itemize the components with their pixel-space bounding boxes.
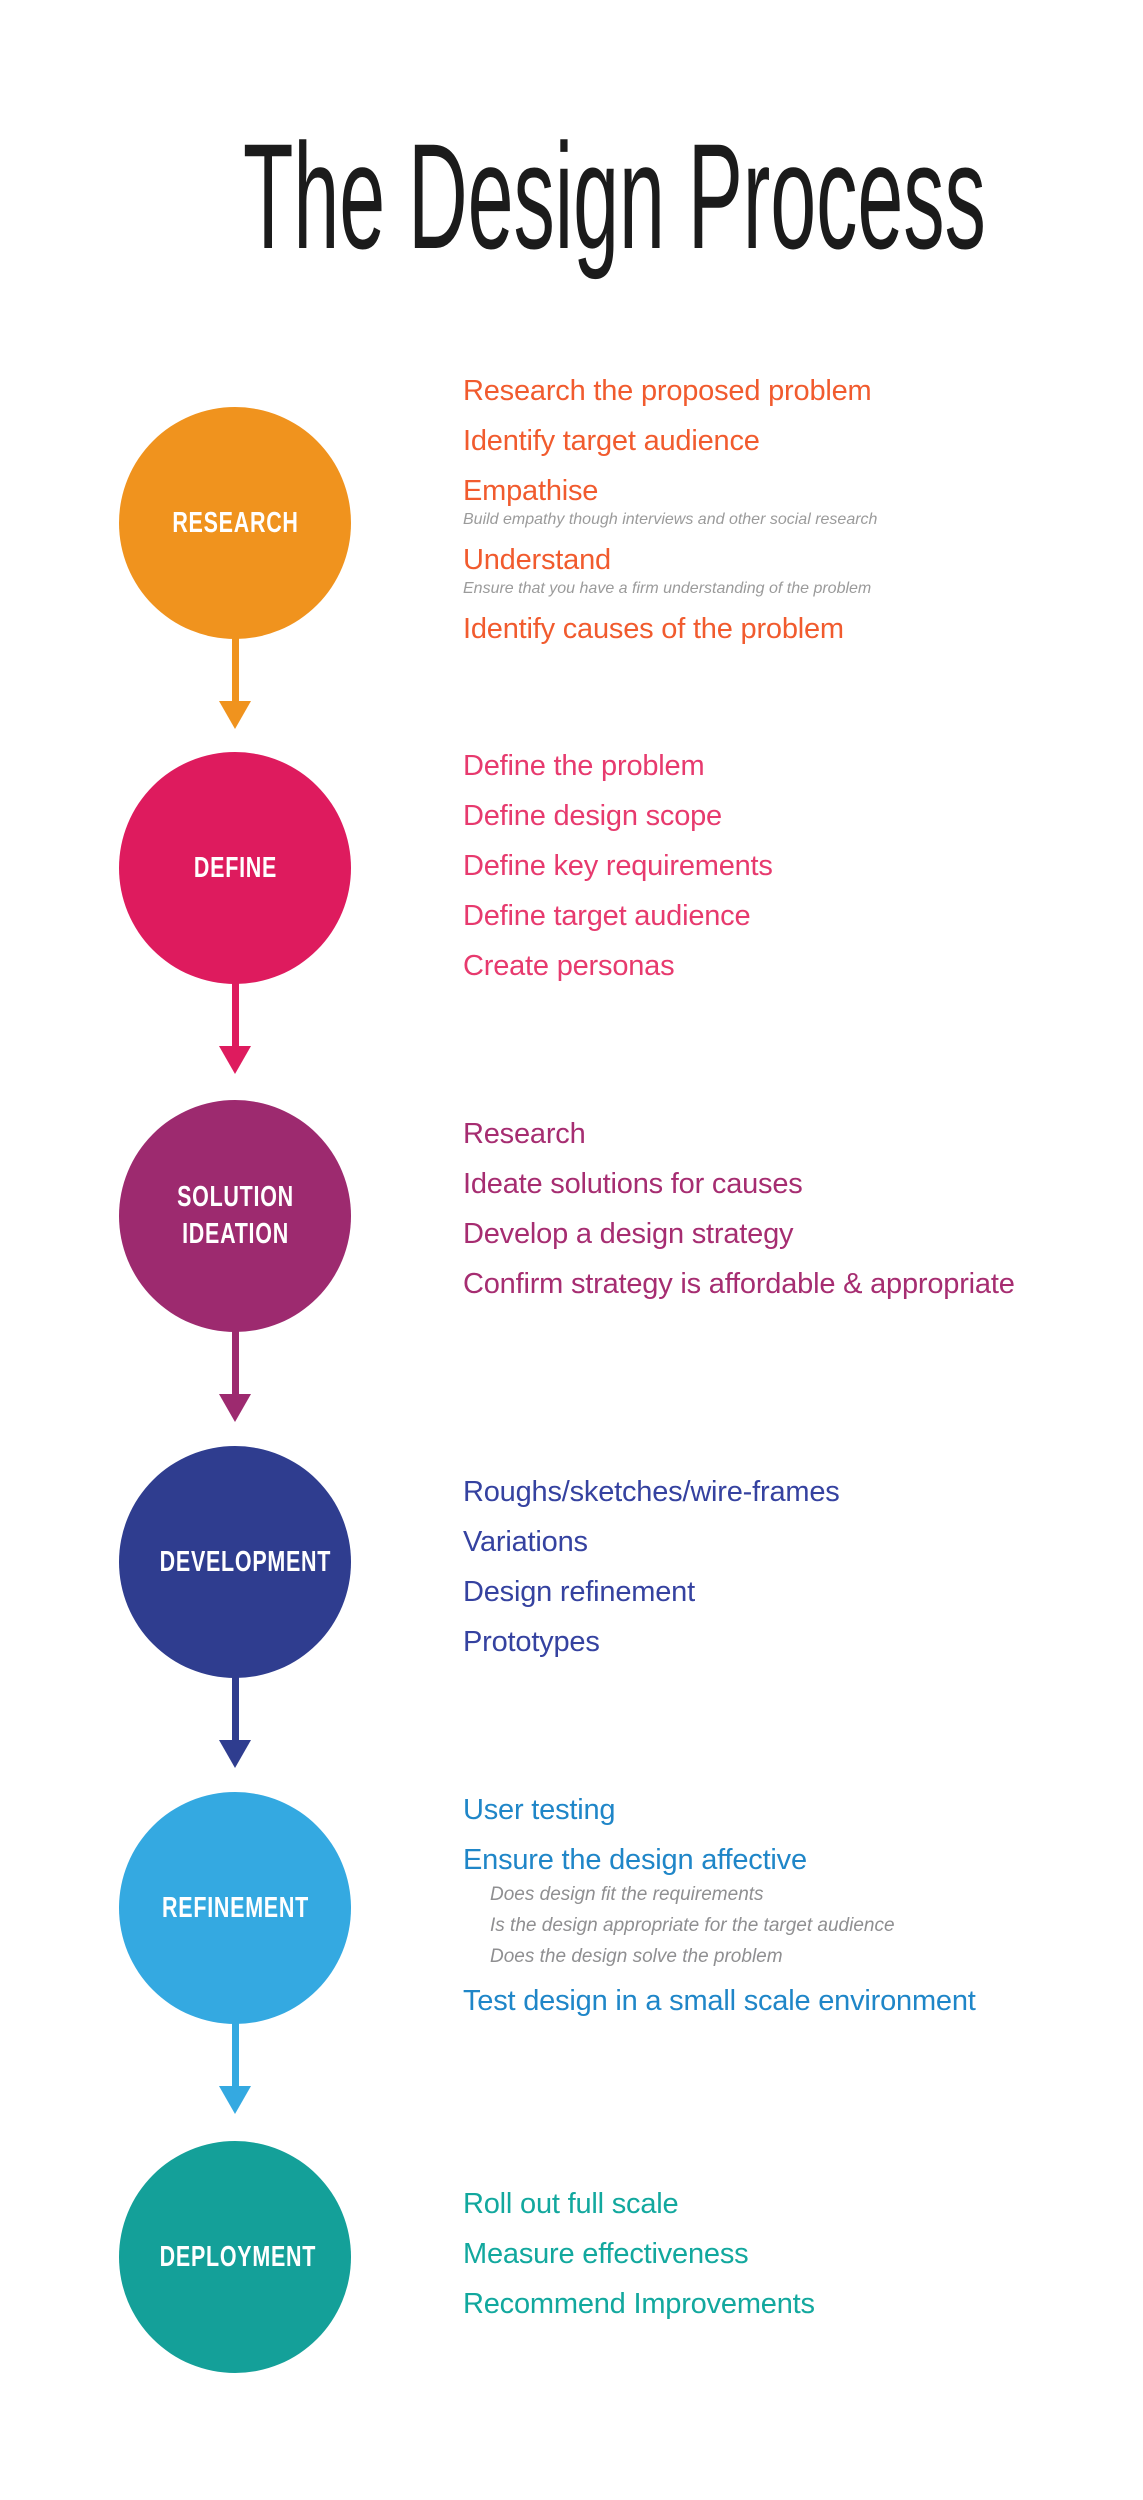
arrow-head (219, 1046, 251, 1074)
arrow-head (219, 701, 251, 729)
stage-item: Develop a design strategy (463, 1217, 1123, 1251)
stage-item: User testing (463, 1793, 1123, 1827)
stage-item: Variations (463, 1525, 1123, 1559)
stage-item-text: Roll out full scale (463, 2188, 679, 2220)
stage-label: RESEARCH (171, 506, 299, 539)
stage-item-sub: Does the design solve the problem (490, 1946, 783, 1967)
stage-item-text: Research the proposed problem (463, 375, 872, 407)
stage-item: Ideate solutions for causes (463, 1167, 1123, 1201)
arrow-stem (231, 1676, 239, 1740)
stage-item: Test design in a small scale environment (463, 1984, 1123, 2018)
stage-item-text: Confirm strategy is affordable & appropr… (463, 1268, 1015, 1300)
stage-item-text: Empathise (463, 475, 599, 507)
stage-item: Roll out full scale (463, 2187, 1123, 2221)
stage-item-text: Create personas (463, 950, 675, 982)
stage-item-sub: Is the design appropriate for the target… (490, 1915, 895, 1936)
stage-item: Design refinement (463, 1575, 1123, 1609)
stage-item-text: Understand (463, 544, 611, 576)
stage-item: Recommend Improvements (463, 2287, 1123, 2321)
stage-item-text: Test design in a small scale environment (463, 1985, 976, 2017)
down-arrow-icon (119, 637, 351, 729)
stage-item: Research the proposed problem (463, 374, 1123, 408)
stage-label: REFINEMENT (161, 1891, 309, 1924)
arrow-stem (231, 2022, 239, 2086)
stage-item-text: Define target audience (463, 900, 751, 932)
stage-item-text: Ideate solutions for causes (463, 1168, 803, 1200)
arrow-stem (231, 982, 239, 1046)
stage-item-note: Ensure that you have a firm understandin… (463, 580, 872, 597)
stage-item-text: Recommend Improvements (463, 2288, 815, 2320)
down-arrow-icon (119, 982, 351, 1074)
stage-item: Roughs/sketches/wire-frames (463, 1475, 1123, 1509)
stage-label: DEPLOYMENT (159, 2240, 316, 2273)
stage-item-text: Identify target audience (463, 425, 760, 457)
stage-circle-define: DEFINE (119, 752, 351, 984)
down-arrow-icon (119, 2022, 351, 2114)
stage-item: Define the problem (463, 749, 1123, 783)
stage-item-text: Identify causes of the problem (463, 613, 844, 645)
stage-item-text: Variations (463, 1526, 588, 1558)
stage-item: Define design scope (463, 799, 1123, 833)
stage-item: Confirm strategy is affordable & appropr… (463, 1267, 1123, 1301)
stage-item-text: Develop a design strategy (463, 1218, 794, 1250)
stage-item-text: User testing (463, 1794, 616, 1826)
stage-item: Identify target audience (463, 424, 1123, 458)
stage-label: SOLUTION IDEATION (176, 1181, 294, 1250)
stage-circle-research: RESEARCH (119, 407, 351, 639)
stage-circle-development: DEVELOPMENT (119, 1446, 351, 1678)
page-title: The Design Process (243, 112, 986, 280)
stage-item: Identify causes of the problem (463, 612, 1123, 646)
stage-item-note: Build empathy though interviews and othe… (463, 511, 878, 528)
stage-circle-solution-ideation: SOLUTION IDEATION (119, 1100, 351, 1332)
stage-item: Define key requirements (463, 849, 1123, 883)
stage-item-text: Roughs/sketches/wire-frames (463, 1476, 840, 1508)
stage-item: Define target audience (463, 899, 1123, 933)
stage-item: Create personas (463, 949, 1123, 983)
stage-item-text: Ensure the design affective (463, 1844, 807, 1876)
stage-item-text: Prototypes (463, 1626, 600, 1658)
stage-item: Prototypes (463, 1625, 1123, 1659)
arrow-head (219, 1740, 251, 1768)
stage-item-text: Research (463, 1118, 586, 1150)
stage-circle-refinement: REFINEMENT (119, 1792, 351, 2024)
stage-circle-deployment: DEPLOYMENT (119, 2141, 351, 2373)
arrow-head (219, 2086, 251, 2114)
stage-item-text: Define the problem (463, 750, 705, 782)
stage-item-subs: Does design fit the requirements Is the d… (490, 1879, 1123, 1972)
down-arrow-icon (119, 1676, 351, 1768)
stage-item-text: Define design scope (463, 800, 722, 832)
stage-item-text: Define key requirements (463, 850, 773, 882)
stage-item-sub: Does design fit the requirements (490, 1884, 764, 1905)
stage-label: DEVELOPMENT (159, 1545, 331, 1578)
stage-item: Research (463, 1117, 1123, 1151)
stage-label: DEFINE (193, 851, 277, 884)
arrow-stem (231, 1330, 239, 1394)
stage-item-text: Measure effectiveness (463, 2238, 749, 2270)
stage-item: Measure effectiveness (463, 2237, 1123, 2271)
stage-item-text: Design refinement (463, 1576, 695, 1608)
arrow-stem (231, 637, 239, 701)
arrow-head (219, 1394, 251, 1422)
down-arrow-icon (119, 1330, 351, 1422)
